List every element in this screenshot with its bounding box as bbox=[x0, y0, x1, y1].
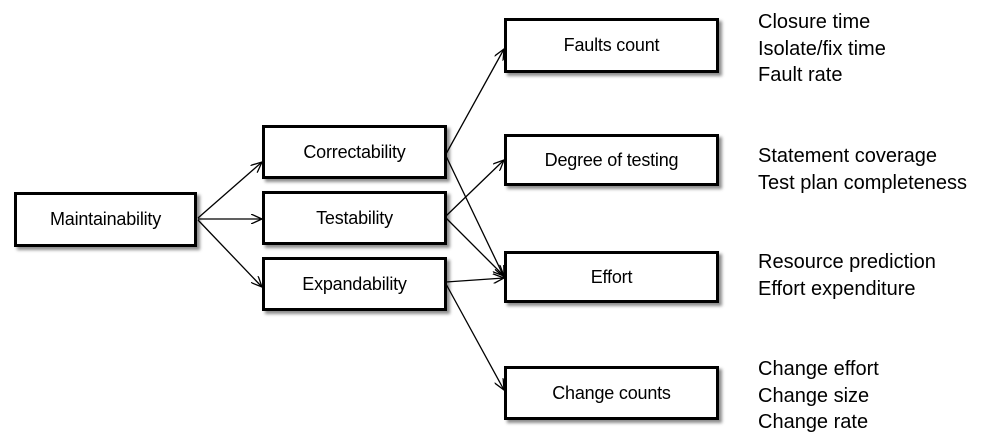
metric-resource-prediction: Resource prediction bbox=[758, 251, 936, 273]
correctability-label: Correctability bbox=[303, 141, 406, 162]
effort-node: Effort bbox=[504, 251, 719, 303]
faults-count-node: Faults count bbox=[504, 18, 719, 73]
maintainability-label: Maintainability bbox=[49, 209, 162, 229]
metric-fault-rate: Fault rate bbox=[758, 64, 843, 86]
metric-change-rate: Change rate bbox=[758, 411, 869, 433]
expandability-node: Expandability bbox=[262, 257, 447, 311]
edge-expandability-to-effort bbox=[445, 278, 504, 282]
expandability-label: Expandability bbox=[302, 273, 407, 294]
metric-change-size: Change size bbox=[758, 384, 870, 407]
edge-correctability-to-faults-count bbox=[445, 49, 504, 155]
change-counts-node: Change counts bbox=[504, 366, 719, 420]
degree-of-testing-node: Degree of testing bbox=[504, 134, 719, 186]
edge-expandability-to-change-counts bbox=[445, 283, 504, 390]
change-counts-metrics: Change effort Change size Change rate bbox=[758, 356, 879, 436]
faults-count-label: Faults count bbox=[563, 35, 660, 55]
change-counts-label: Change counts bbox=[552, 382, 671, 403]
testability-label: Testability bbox=[316, 207, 393, 228]
edge-maintainability-to-expandability bbox=[197, 219, 262, 287]
maintainability-node: Maintainability bbox=[14, 192, 197, 247]
metric-statement-coverage: Statement coverage bbox=[758, 145, 937, 167]
edge-correctability-to-effort bbox=[445, 155, 504, 277]
metric-test-plan-completeness: Test plan completeness bbox=[758, 171, 968, 194]
metric-effort-expenditure: Effort expenditure bbox=[758, 277, 916, 300]
metric-closure-time: Closure time bbox=[758, 11, 871, 33]
edge-testability-to-degree-of-testing bbox=[445, 160, 504, 217]
edge-testability-to-effort bbox=[445, 217, 504, 276]
edge-maintainability-to-correctability bbox=[197, 162, 262, 219]
effort-metrics: Resource prediction Effort expenditure bbox=[758, 249, 936, 302]
effort-label: Effort bbox=[590, 266, 633, 287]
testability-node: Testability bbox=[262, 191, 447, 245]
degree-of-testing-metrics: Statement coverage Test plan completenes… bbox=[758, 143, 967, 196]
degree-of-testing-label: Degree of testing bbox=[544, 149, 679, 170]
metric-isolate-fix-time: Isolate/fix time bbox=[758, 37, 886, 60]
metric-change-effort: Change effort bbox=[758, 358, 879, 380]
faults-count-metrics: Closure time Isolate/fix time Fault rate bbox=[758, 9, 886, 89]
correctability-node: Correctability bbox=[262, 125, 447, 179]
